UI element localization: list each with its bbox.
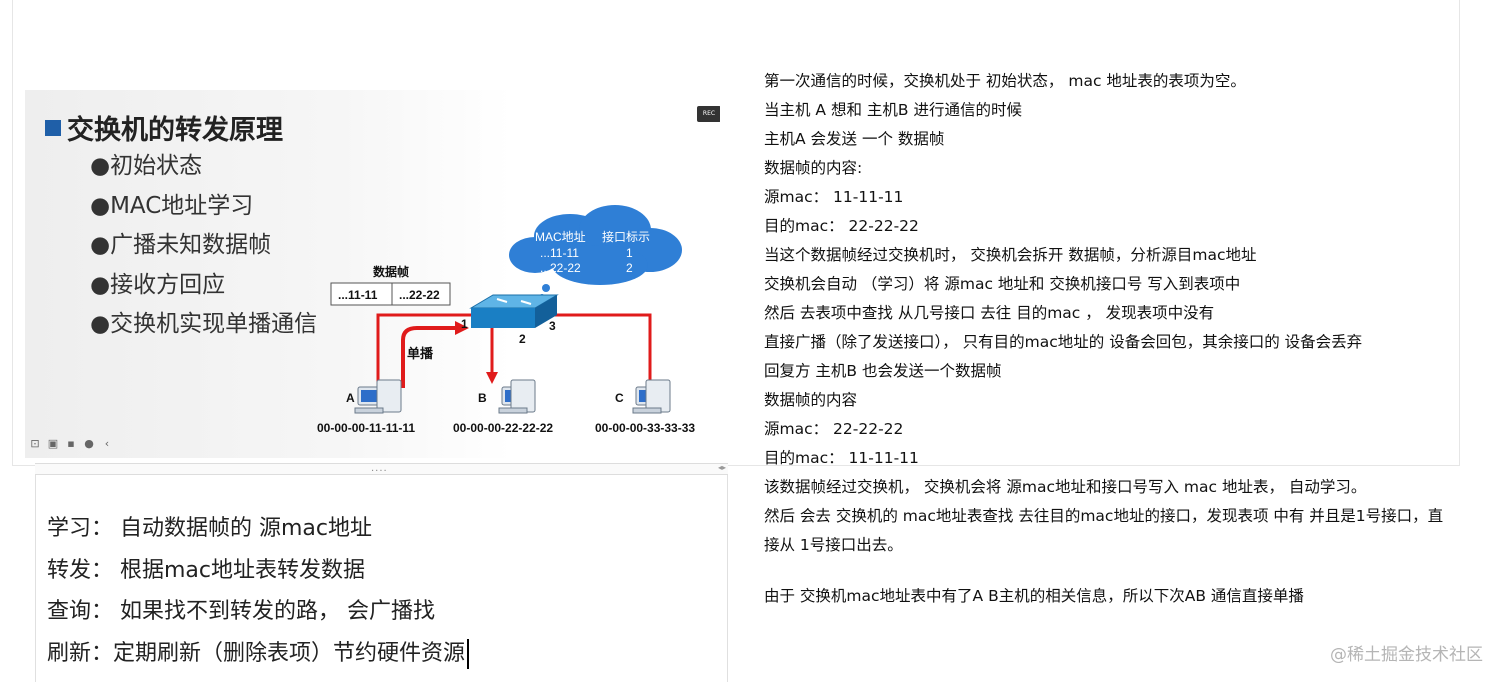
text-line: 然后 去表项中查找 从几号接口 去往 目的mac ， 发现表项中没有 bbox=[764, 304, 1215, 322]
link-a bbox=[376, 313, 483, 390]
watermark: @稀土掘金技术社区 bbox=[1330, 645, 1483, 665]
splitter-grip-icon[interactable]: .... bbox=[371, 463, 388, 474]
text-line: 直接广播（除了发送接口）， 只有目的mac地址的 设备会回包，其余接口的 设备会… bbox=[764, 333, 1363, 351]
port-label: 3 bbox=[549, 319, 556, 333]
note-line-last[interactable]: 刷新：定期刷新（删除表项）节约硬件资源 bbox=[47, 635, 470, 677]
slide-toolbar: ⊡ ▣ ▪ ● ‹ bbox=[25, 433, 117, 453]
text-line: 主机A 会发送 一个 数据帧 bbox=[764, 130, 945, 148]
switch-forwarding-diagram: MAC地址 接口标示 ...11-11 1 ...22-22 2 1 2 3 数… bbox=[317, 205, 695, 435]
text-line: 回复方 主机B 也会发送一个数据帧 bbox=[764, 362, 1002, 380]
record-dot-icon[interactable]: ● bbox=[84, 436, 94, 450]
text-line: 目的mac： 22-22-22 bbox=[764, 217, 919, 235]
slide-bullet: ●初始状态 bbox=[90, 153, 203, 179]
host-label: B bbox=[478, 391, 487, 405]
frame-src: ...11-11 bbox=[338, 288, 378, 302]
cloud-header-port: 接口标示 bbox=[602, 229, 650, 244]
slide-image: 交换机的转发原理 ●初始状态 ●MAC地址学习 ●广播未知数据帧 ●接收方回应 … bbox=[25, 90, 720, 458]
slide-bullet: ●MAC地址学习 bbox=[90, 192, 254, 219]
frame-dst: ...22-22 bbox=[399, 288, 440, 302]
notes-editor[interactable]: 学习： 自动数据帧的 源mac地址 转发： 根据mac地址表转发数据 查询： 如… bbox=[47, 510, 470, 677]
text-line: 目的mac： 11-11-11 bbox=[764, 449, 919, 467]
notes-border-right bbox=[727, 475, 728, 682]
computer-icon-c bbox=[632, 379, 671, 414]
note-line[interactable]: 查询： 如果找不到转发的路， 会广播找 bbox=[47, 599, 435, 624]
switch-icon bbox=[469, 294, 559, 328]
note-line-text[interactable]: 刷新：定期刷新（删除表项）节约硬件资源 bbox=[47, 640, 466, 666]
record-button[interactable]: REC bbox=[697, 106, 720, 122]
frame-bottom-border-right bbox=[728, 465, 1460, 466]
link-c bbox=[535, 313, 652, 390]
screenshot-icon[interactable]: ⊡ bbox=[30, 436, 40, 450]
slide-bullet: ●广播未知数据帧 bbox=[90, 232, 272, 258]
cloud-header-mac: MAC地址 bbox=[535, 230, 586, 244]
cloud-row-mac: ...11-11 bbox=[540, 246, 579, 260]
notes-border-left bbox=[35, 475, 36, 682]
text-line: 交换机会自动 （学习）将 源mac 地址和 交换机接口号 写入到表项中 bbox=[764, 275, 1241, 293]
link-b-arrow bbox=[486, 372, 498, 384]
network-links bbox=[376, 313, 652, 390]
host-mac: 00-00-00-22-22-22 bbox=[453, 421, 553, 435]
host-label: C bbox=[615, 391, 624, 405]
splitter-arrows-icon[interactable]: ◂▸ bbox=[717, 463, 726, 472]
text-line: 第一次通信的时候，交换机处于 初始状态， mac 地址表的表项为空。 bbox=[764, 72, 1246, 90]
frame-bottom-border bbox=[12, 465, 36, 466]
text-line: 接从 1号接口出去。 bbox=[764, 536, 903, 554]
cloud-row-mac: ...22-22 bbox=[540, 261, 581, 275]
explanation-text: 第一次通信的时候，交换机处于 初始状态， mac 地址表的表项为空。 当主机 A… bbox=[764, 67, 1443, 611]
note-line[interactable]: 学习： 自动数据帧的 源mac地址 bbox=[47, 516, 372, 541]
note-line[interactable]: 转发： 根据mac地址表转发数据 bbox=[47, 557, 366, 583]
camera-icon[interactable]: ▣ bbox=[47, 436, 59, 450]
slide-title-text: 交换机的转发原理 bbox=[67, 115, 283, 146]
cloud-row-port: 2 bbox=[626, 261, 633, 275]
collapse-left-icon[interactable]: ‹ bbox=[104, 436, 110, 450]
pane-splitter[interactable]: .... ◂▸ bbox=[35, 463, 728, 475]
unicast-label: 单播 bbox=[407, 346, 434, 361]
text-line: 数据帧的内容: bbox=[764, 159, 863, 177]
text-line: 当主机 A 想和 主机B 进行通信的时候 bbox=[764, 101, 1022, 119]
cloud-row-port: 1 bbox=[626, 246, 633, 260]
text-line: 源mac： 22-22-22 bbox=[764, 420, 904, 438]
text-caret bbox=[467, 638, 470, 669]
host-label: A bbox=[346, 391, 355, 405]
host-mac: 00-00-00-33-33-33 bbox=[595, 421, 695, 435]
unicast-arrowhead bbox=[455, 321, 469, 335]
mac-table-cloud: MAC地址 接口标示 ...11-11 1 ...22-22 2 bbox=[509, 205, 682, 300]
text-line: 然后 会去 交换机的 mac地址表查找 去往目的mac地址的接口，发现表项 中有… bbox=[764, 507, 1444, 525]
computer-icon-a bbox=[354, 379, 402, 414]
text-line: 该数据帧经过交换机， 交换机会将 源mac地址和接口号写入 mac 地址表， 自… bbox=[764, 478, 1367, 496]
slide-title: 交换机的转发原理 bbox=[45, 108, 283, 147]
computer-icon-b bbox=[498, 379, 536, 414]
frame-title: 数据帧 bbox=[373, 264, 409, 279]
text-line: 源mac： 11-11-11 bbox=[764, 188, 904, 206]
frame-right-border bbox=[1459, 0, 1460, 465]
port-label: 2 bbox=[519, 332, 526, 346]
text-line: 当这个数据帧经过交换机时， 交换机会拆开 数据帧，分析源目mac地址 bbox=[764, 246, 1257, 264]
frame-box bbox=[330, 282, 451, 306]
slide-bullet: ●接收方回应 bbox=[90, 271, 226, 298]
port-label: 1 bbox=[461, 317, 468, 331]
unicast-arrow bbox=[401, 326, 455, 388]
text-line-blank bbox=[764, 560, 1443, 582]
slide-bullet: ●交换机实现单播通信 bbox=[90, 311, 318, 337]
comment-icon[interactable]: ▪ bbox=[67, 436, 75, 450]
host-mac: 00-00-00-11-11-11 bbox=[317, 421, 415, 435]
text-line: 数据帧的内容 bbox=[764, 391, 858, 409]
text-line: 由于 交换机mac地址表中有了A B主机的相关信息，所以下次AB 通信直接单播 bbox=[764, 587, 1304, 605]
slide-bullet-list: ●初始状态 ●MAC地址学习 ●广播未知数据帧 ●接收方回应 ●交换机实现单播通… bbox=[90, 150, 317, 348]
frame-left-border bbox=[12, 0, 13, 465]
square-bullet-icon bbox=[45, 119, 61, 136]
